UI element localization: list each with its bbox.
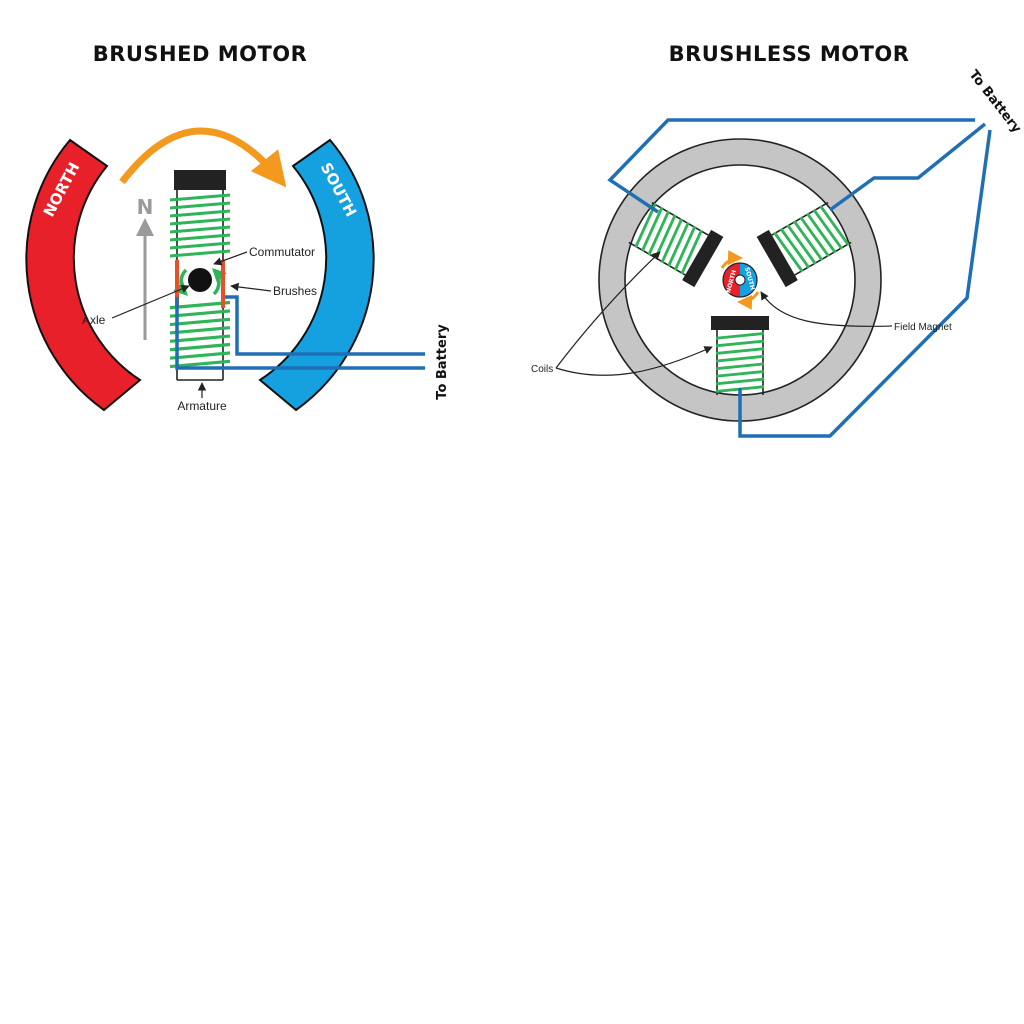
brushed-motor: BRUSHED MOTOR NORTH SOUTH N — [25, 42, 450, 413]
armature-coil-top — [168, 193, 232, 258]
commutator-arrow-right — [212, 268, 227, 296]
brushless-wire-left — [607, 118, 975, 214]
north-direction-label: N — [137, 195, 154, 219]
brushless-wire-right — [828, 122, 987, 212]
battery-wire-upper — [225, 295, 425, 356]
commutator-leader — [213, 251, 248, 266]
field-direction-arrow — [136, 218, 154, 340]
commutator-arrow-left — [173, 268, 188, 296]
stator-coil-upper-right — [756, 201, 852, 288]
axle-label: Axle — [82, 313, 106, 327]
field-magnet-south — [740, 263, 757, 297]
field-magnet-leader — [760, 291, 893, 327]
brushes-label: Brushes — [273, 284, 317, 298]
field-magnet: NORTH SOUTH — [720, 250, 760, 310]
axle — [188, 268, 212, 292]
brushless-motor-title: BRUSHLESS MOTOR — [669, 42, 910, 66]
brush-right — [221, 260, 225, 308]
battery-wire-lower — [175, 297, 425, 370]
coils-leader-lower — [555, 346, 713, 376]
brush-left — [175, 260, 179, 308]
axle-leader — [111, 285, 190, 319]
rotor-arrow-bottom — [737, 291, 760, 310]
rotation-arrow — [119, 127, 287, 188]
field-magnet-label: Field Magnet — [894, 322, 952, 333]
brushless-motor: BRUSHLESS MOTOR — [531, 42, 1024, 438]
brushes-leader — [230, 282, 272, 292]
north-magnet — [25, 138, 142, 412]
commutator-label: Commutator — [249, 245, 315, 259]
field-magnet-north — [723, 263, 740, 297]
stator-coil-bottom — [711, 316, 769, 395]
south-magnet — [258, 138, 375, 412]
rotor-arrow-top — [720, 250, 743, 269]
brushed-battery-label: To Battery — [435, 324, 450, 400]
brushless-wire-bottom — [738, 129, 992, 438]
armature-coil-bottom — [168, 300, 232, 369]
brushed-motor-title: BRUSHED MOTOR — [93, 42, 308, 66]
armature-label: Armature — [177, 399, 227, 413]
coils-label: Coils — [531, 364, 553, 375]
brushless-battery-label: To Battery — [966, 68, 1024, 137]
coils-leader-upper — [555, 251, 661, 369]
